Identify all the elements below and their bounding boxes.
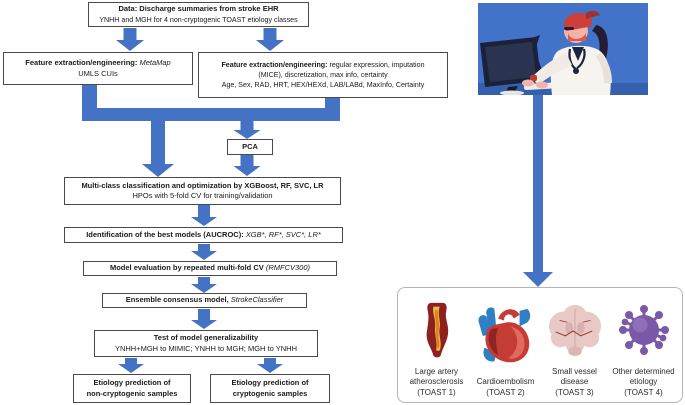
best-models-italic: XGB*, RF*, SVC*, LR* bbox=[245, 229, 321, 239]
best-models-bold: Identification of the best models (AUCRO… bbox=[86, 229, 244, 239]
computer-monitor-icon bbox=[480, 37, 541, 95]
toast-classes-panel: Large artery atherosclerosis (TOAST 1) C… bbox=[397, 287, 683, 403]
ensemble-model-box: Ensemble consensus model, StrokeClassifi… bbox=[102, 293, 307, 308]
toast-3-line3: (TOAST 3) bbox=[555, 387, 594, 397]
pipe-horizontal-bar bbox=[82, 108, 340, 121]
toast-4-line1: Other determined bbox=[612, 366, 675, 376]
toast-item-4: Other determined etiology (TOAST 4) bbox=[609, 294, 678, 398]
prediction-cryptogenic-line1: Etiology prediction of bbox=[231, 378, 309, 388]
generalizability-subtitle: YNHH+MGH to MIMIC; YNHH to MGH; MGH to Y… bbox=[114, 343, 298, 353]
model-evaluation-box: Model evaluation by repeated multi-fold … bbox=[83, 261, 337, 276]
arrow-data-to-metamap bbox=[116, 28, 144, 51]
prediction-cryptogenic-line2: cryptogenic samples bbox=[232, 388, 308, 398]
arrow-multiclass-to-best bbox=[191, 205, 217, 226]
data-box: Data: Discharge summaries from stroke EH… bbox=[88, 2, 309, 27]
generalizability-title: Test of model generalizability bbox=[153, 333, 259, 343]
toast-item-2: Cardioembolism (TOAST 2) bbox=[471, 294, 540, 398]
toast-2-line1: Cardioembolism bbox=[476, 377, 535, 386]
toast-1-line1: Large artery bbox=[414, 366, 459, 376]
multiclass-classification-box: Multi-class classification and optimizat… bbox=[64, 177, 341, 205]
arrow-test-to-noncrypto bbox=[118, 358, 144, 373]
prediction-noncryptogenic-box: Etiology prediction of non-cryptogenic s… bbox=[73, 374, 191, 403]
prediction-noncryptogenic-line1: Etiology prediction of bbox=[93, 378, 171, 388]
prediction-cryptogenic-box: Etiology prediction of cryptogenic sampl… bbox=[210, 374, 330, 403]
generalizability-box: Test of model generalizability YNHH+MGH … bbox=[94, 330, 318, 357]
pipe-regex-down bbox=[325, 98, 340, 109]
multiclass-subtitle: HPOs with 5-fold CV for training/validat… bbox=[132, 191, 273, 200]
best-models-box: Identification of the best models (AUCRO… bbox=[64, 227, 343, 243]
feature-regex-line3: Age, Sex, RAD, HRT, HEX/HEXd, LAB/LABd, … bbox=[221, 81, 425, 90]
pca-box: PCA bbox=[227, 139, 273, 155]
toast-1-line2: atherosclerosis bbox=[409, 377, 464, 386]
toast-2-line2: (TOAST 2) bbox=[486, 387, 525, 397]
arrow-evaluation-to-ensemble bbox=[191, 277, 217, 293]
clinician-illustration bbox=[478, 3, 648, 95]
arrow-bar-to-pca bbox=[233, 121, 261, 139]
heart-icon bbox=[476, 294, 536, 377]
model-evaluation-line: Model evaluation by repeated multi-fold … bbox=[84, 263, 336, 273]
toast-item-3: Small vessel disease (TOAST 3) bbox=[540, 294, 609, 398]
prediction-noncryptogenic-line2: non-cryptogenic samples bbox=[86, 388, 178, 398]
ensemble-line: Ensemble consensus model, StrokeClassifi… bbox=[103, 295, 306, 305]
feature-metamap-title: Feature extraction/engineering: MetaMap bbox=[4, 58, 192, 68]
toast-4-line3: (TOAST 4) bbox=[624, 387, 663, 397]
arrow-bar-to-multiclass bbox=[142, 121, 174, 177]
brain-icon bbox=[544, 294, 606, 367]
feature-metamap-title-italic: MetaMap bbox=[139, 58, 171, 68]
ensemble-bold: Ensemble consensus model, bbox=[125, 295, 229, 305]
arrow-ensemble-to-test bbox=[191, 309, 217, 329]
feature-regex-title-rest: regular expression, imputation bbox=[329, 60, 425, 69]
clinician-figure bbox=[522, 10, 612, 95]
feature-regex-title-bold: Feature extraction/engineering: bbox=[221, 60, 328, 69]
data-box-subtitle: YNHH and MGH for 4 non-cryptogenic TOAST… bbox=[99, 15, 298, 24]
virus-icon bbox=[617, 294, 671, 367]
pipe-metamap-down bbox=[82, 85, 97, 109]
best-models-line: Identification of the best models (AUCRO… bbox=[65, 230, 342, 240]
feature-regex-title: Feature extraction/engineering: regular … bbox=[199, 60, 447, 70]
arrow-test-to-crypto bbox=[257, 358, 283, 373]
toast-1-line3: (TOAST 1) bbox=[417, 387, 456, 397]
multiclass-title: Multi-class classification and optimizat… bbox=[81, 180, 324, 190]
arrow-best-to-evaluation bbox=[191, 244, 217, 260]
toast-item-1: Large artery atherosclerosis (TOAST 1) bbox=[402, 294, 471, 398]
toast-4-line2: etiology bbox=[629, 377, 658, 386]
feature-extraction-regex-box: Feature extraction/engineering: regular … bbox=[198, 52, 448, 98]
arrow-doctor-to-toast bbox=[523, 272, 553, 287]
model-evaluation-italic: (RMFCV300) bbox=[265, 263, 311, 273]
feature-regex-line2: (MICE), discretization, max info, certai… bbox=[258, 70, 388, 79]
artery-icon bbox=[420, 294, 454, 367]
arrow-data-to-regex bbox=[256, 28, 284, 51]
feature-extraction-metamap-box: Feature extraction/engineering: MetaMap … bbox=[3, 52, 193, 85]
feature-metamap-title-bold: Feature extraction/engineering: bbox=[25, 58, 138, 68]
pca-label: PCA bbox=[242, 141, 258, 151]
toast-3-line2: disease bbox=[560, 377, 589, 386]
model-evaluation-bold: Model evaluation by repeated multi-fold … bbox=[109, 263, 264, 273]
ensemble-italic: StrokeClassifier bbox=[230, 295, 284, 305]
arrow-pca-to-multiclass bbox=[233, 155, 261, 176]
pipe-doctor-down bbox=[533, 94, 543, 273]
toast-3-line1: Small vessel bbox=[552, 366, 597, 376]
data-box-title: Data: Discharge summaries from stroke EH… bbox=[118, 4, 279, 14]
feature-metamap-subtitle: UMLS CUIs bbox=[78, 68, 118, 78]
